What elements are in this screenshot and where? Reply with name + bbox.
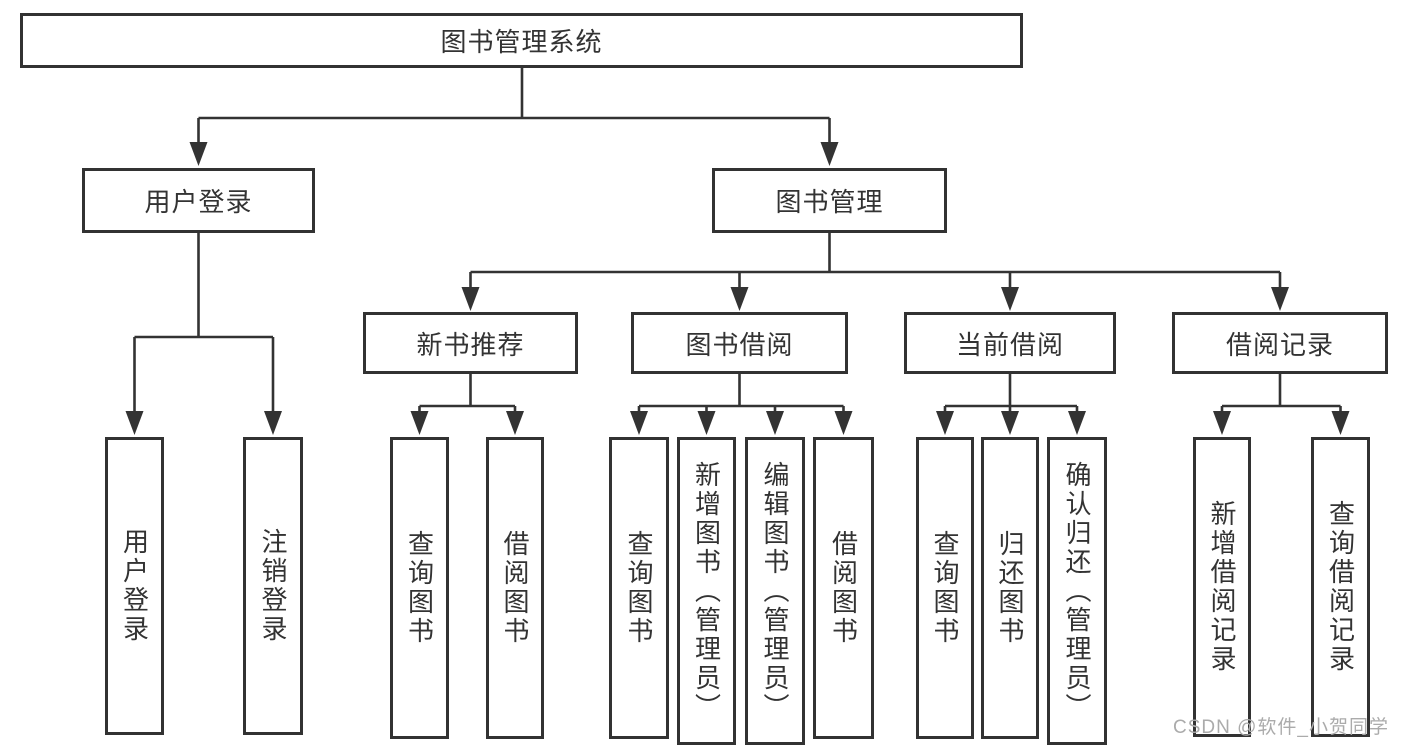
leaf-add-borrow-record: 新增借阅记录 bbox=[1193, 437, 1251, 737]
node-label: 新书推荐 bbox=[416, 329, 525, 360]
leaf-add-books-admin: 新增图书（管理员） bbox=[677, 437, 736, 745]
leaf-label: 编辑图书（管理员） bbox=[760, 460, 790, 722]
leaf-label: 查询图书 bbox=[404, 530, 435, 646]
leaf-query-books-recommend: 查询图书 bbox=[390, 437, 449, 739]
node-label: 用户登录 bbox=[144, 187, 253, 217]
csdn-watermark: CSDN @软件_小贺同学 bbox=[1173, 717, 1389, 738]
leaf-query-books-borrow: 查询图书 bbox=[609, 437, 669, 739]
node-label: 图书借阅 bbox=[685, 329, 794, 360]
connector-path bbox=[133, 68, 1342, 430]
leaf-confirm-return-admin: 确认归还（管理员） bbox=[1047, 437, 1107, 745]
node-book-management: 图书管理 bbox=[712, 168, 947, 233]
leaf-borrow-books-recommend: 借阅图书 bbox=[486, 437, 544, 739]
leaf-label: 查询借阅记录 bbox=[1325, 500, 1356, 674]
leaf-query-books-current: 查询图书 bbox=[916, 437, 974, 739]
node-current-borrowing: 当前借阅 bbox=[904, 312, 1116, 374]
leaf-label: 注销登录 bbox=[258, 528, 288, 644]
node-borrowing-records: 借阅记录 bbox=[1172, 312, 1388, 374]
leaf-label: 查询图书 bbox=[930, 530, 960, 646]
leaf-label: 用户登录 bbox=[119, 528, 150, 644]
leaf-label: 归还图书 bbox=[995, 530, 1025, 646]
leaf-label: 查询图书 bbox=[624, 530, 654, 646]
leaf-label: 新增图书（管理员） bbox=[691, 460, 722, 722]
leaf-edit-books-admin: 编辑图书（管理员） bbox=[745, 437, 805, 745]
node-label: 借阅记录 bbox=[1225, 329, 1334, 360]
leaf-query-borrow-record: 查询借阅记录 bbox=[1311, 437, 1370, 737]
node-label: 图书管理 bbox=[775, 187, 884, 217]
leaf-label: 借阅图书 bbox=[828, 530, 859, 646]
leaf-user-login: 用户登录 bbox=[105, 437, 164, 735]
node-label: 图书管理系统 bbox=[440, 27, 603, 57]
leaf-return-books: 归还图书 bbox=[981, 437, 1039, 739]
leaf-label: 借阅图书 bbox=[500, 530, 530, 646]
node-new-book-recommendation: 新书推荐 bbox=[363, 312, 578, 374]
leaf-logout: 注销登录 bbox=[243, 437, 303, 735]
leaf-borrow-books: 借阅图书 bbox=[813, 437, 874, 739]
node-root-library-system: 图书管理系统 bbox=[20, 13, 1023, 68]
leaf-label: 确认归还（管理员） bbox=[1062, 460, 1092, 722]
node-label: 当前借阅 bbox=[955, 329, 1064, 360]
node-book-borrowing: 图书借阅 bbox=[631, 312, 848, 374]
arrowhead-icons bbox=[125, 142, 1350, 435]
leaf-label: 新增借阅记录 bbox=[1207, 500, 1237, 674]
node-user-login: 用户登录 bbox=[82, 168, 315, 233]
